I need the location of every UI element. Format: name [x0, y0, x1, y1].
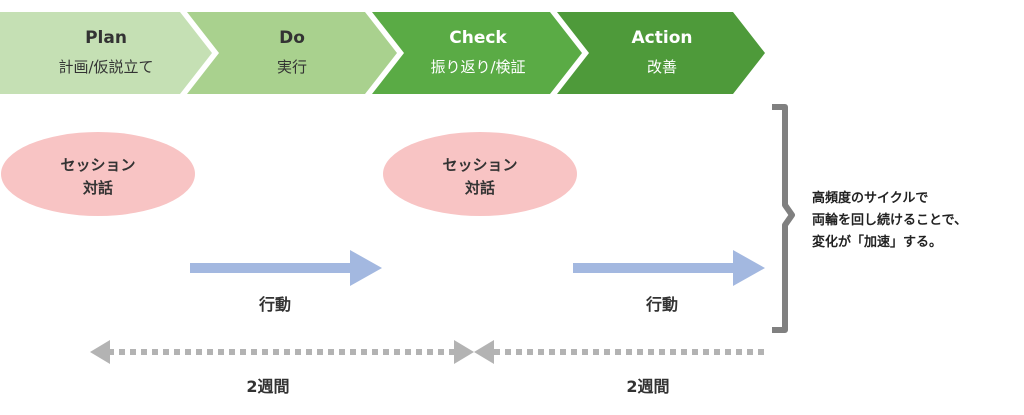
period-label: 2週間	[626, 377, 669, 396]
session-bubble-1: セッション 対話	[1, 132, 195, 216]
arrow-head	[733, 250, 765, 286]
action-arrow-2: 行動	[573, 250, 765, 314]
step-check-subtitle: 振り返り/検証	[430, 58, 525, 76]
step-do-subtitle: 実行	[277, 58, 307, 76]
step-check-chevron	[372, 12, 582, 94]
period-arrow-2: 2週間	[474, 340, 765, 396]
period-arrow-head-left	[90, 340, 110, 364]
step-plan-chevron	[0, 12, 212, 94]
step-check: Check 振り返り/検証	[372, 12, 582, 94]
session-label-line2: 対話	[464, 179, 495, 197]
period-label: 2週間	[246, 377, 289, 396]
step-do-title: Do	[279, 28, 305, 48]
step-plan-title: Plan	[85, 28, 127, 48]
step-check-title: Check	[449, 28, 507, 48]
period-arrow-head-right	[454, 340, 474, 364]
right-bracket	[772, 104, 795, 333]
step-action-chevron	[557, 12, 765, 94]
step-action-title: Action	[632, 28, 693, 48]
session-ellipse	[1, 132, 195, 216]
action-label: 行動	[645, 295, 678, 314]
cycle-note: 高頻度のサイクルで 両輪を回し続けることで、 変化が「加速」する。	[812, 190, 967, 250]
step-plan-subtitle: 計画/仮説立て	[58, 58, 153, 76]
session-label-line1: セッション	[442, 156, 517, 174]
period-arrow-head-left	[474, 340, 494, 364]
note-line-3: 変化が「加速」する。	[812, 234, 942, 250]
session-label-line2: 対話	[82, 179, 113, 197]
step-action-subtitle: 改善	[647, 58, 677, 76]
arrow-head	[350, 250, 382, 286]
action-label: 行動	[258, 295, 291, 314]
action-arrow-1: 行動	[190, 250, 382, 314]
step-plan: Plan 計画/仮説立て	[0, 12, 212, 94]
period-arrow-1: 2週間	[90, 340, 474, 396]
note-line-2: 両輪を回し続けることで、	[812, 212, 967, 228]
session-ellipse	[383, 132, 577, 216]
session-label-line1: セッション	[60, 156, 135, 174]
note-line-1: 高頻度のサイクルで	[812, 190, 928, 206]
session-bubble-2: セッション 対話	[383, 132, 577, 216]
step-do: Do 実行	[187, 12, 397, 94]
step-action: Action 改善	[557, 12, 765, 94]
step-do-chevron	[187, 12, 397, 94]
